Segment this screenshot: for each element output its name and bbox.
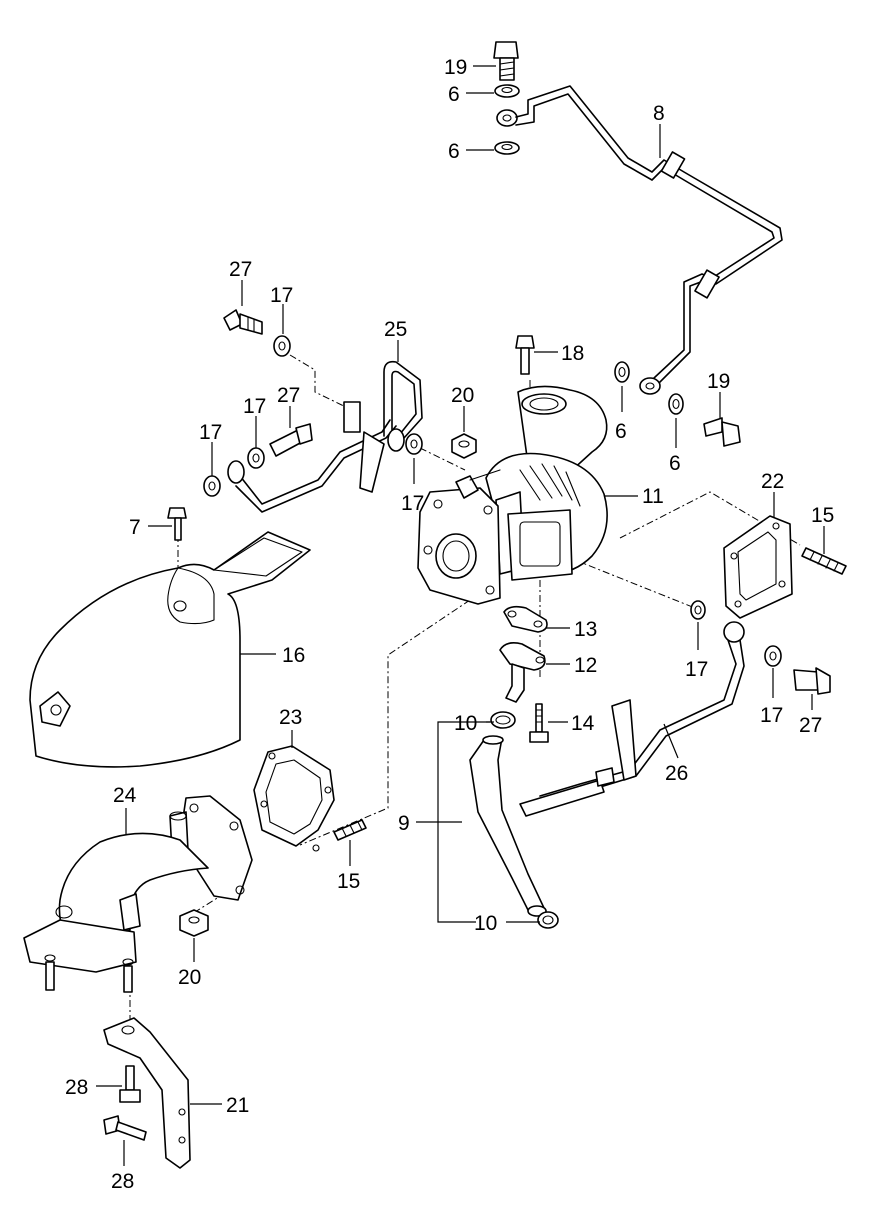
- washer-17-c: [203, 475, 221, 497]
- banjo-fitting-top: [496, 109, 518, 127]
- coolant-pipe-25: [227, 360, 423, 513]
- bolt-27-right: [793, 667, 831, 695]
- hose-9: [469, 735, 547, 917]
- nut-20-top: [451, 433, 477, 459]
- nut-20-lower: [179, 909, 209, 937]
- bolt-7: [167, 507, 187, 541]
- washer-17-d: [405, 433, 423, 455]
- exhaust-elbow-24: [23, 795, 253, 993]
- callout-13: 13: [574, 618, 597, 641]
- callout-24: 24: [113, 784, 137, 807]
- callout-15a: 15: [811, 504, 834, 527]
- callout-28a: 28: [65, 1076, 88, 1099]
- clamp-10-top: [490, 711, 516, 729]
- callout-17d: 17: [401, 492, 424, 515]
- bracket-21: [103, 1017, 191, 1169]
- callout-labels: 19 6 6 8 27 17 25 18 27 17 17 20 6 19 6 …: [65, 56, 834, 1193]
- callout-6c: 6: [615, 420, 627, 443]
- callout-19b: 19: [707, 370, 730, 393]
- bolt-14: [529, 703, 549, 743]
- washer-17-b: [247, 447, 265, 469]
- washer-6-d: [668, 393, 684, 415]
- washer-6-c: [614, 361, 630, 383]
- callout-16: 16: [282, 644, 305, 667]
- callout-6b: 6: [448, 140, 460, 163]
- washer-17-e: [690, 600, 706, 620]
- callout-14: 14: [571, 712, 595, 735]
- callout-9: 9: [398, 812, 410, 835]
- turbocharger-11: [417, 385, 608, 605]
- callout-22: 22: [761, 470, 784, 493]
- callout-6d: 6: [669, 452, 681, 475]
- stud-15-lower: [333, 819, 367, 841]
- callout-7: 7: [129, 516, 141, 539]
- washer-17-f: [764, 645, 782, 667]
- callout-15b: 15: [337, 870, 360, 893]
- oil-return-pipe-26: [519, 621, 745, 817]
- callout-25: 25: [384, 318, 407, 341]
- leader-lines: [96, 65, 825, 1166]
- clamp-10-bottom: [537, 911, 559, 929]
- callout-17e: 17: [685, 658, 708, 681]
- stud-15-right: [801, 547, 847, 575]
- callout-28b: 28: [111, 1170, 134, 1193]
- callout-8: 8: [653, 102, 665, 125]
- gasket-22: [723, 515, 793, 619]
- callout-27b: 27: [277, 384, 300, 407]
- callout-27a: 27: [229, 258, 252, 281]
- bolt-28-lower: [103, 1115, 147, 1141]
- callout-20b: 20: [178, 966, 201, 989]
- bolt-19-top: [493, 41, 519, 81]
- bolt-27-top: [223, 309, 263, 335]
- callout-17c: 17: [199, 421, 222, 444]
- bolt-19-right: [703, 417, 741, 447]
- gasket-23: [253, 745, 335, 852]
- callout-18: 18: [561, 342, 584, 365]
- washer-17-a: [273, 335, 291, 357]
- oil-feed-pipe-8: [515, 85, 783, 395]
- callout-17f: 17: [760, 704, 783, 727]
- oil-return-fitting-12: [499, 642, 546, 703]
- callout-11: 11: [642, 485, 664, 508]
- callout-26: 26: [665, 762, 688, 785]
- bolt-27-mid: [269, 423, 313, 457]
- bolt-28-upper: [119, 1065, 141, 1103]
- callout-19a: 19: [444, 56, 467, 79]
- callout-10b: 10: [474, 912, 497, 935]
- callout-10a: 10: [454, 712, 477, 735]
- gasket-13: [503, 605, 548, 633]
- bolt-18: [515, 335, 535, 375]
- callout-23: 23: [279, 706, 302, 729]
- callout-17a: 17: [270, 284, 293, 307]
- heat-shield-16: [29, 531, 311, 768]
- callout-6a: 6: [448, 83, 460, 106]
- callout-12: 12: [574, 654, 597, 677]
- callout-27c: 27: [799, 714, 822, 737]
- callout-20a: 20: [451, 384, 474, 407]
- callout-17b: 17: [243, 395, 266, 418]
- callout-21: 21: [226, 1094, 249, 1117]
- washer-6-a: [494, 84, 520, 98]
- washer-6-b: [494, 141, 520, 155]
